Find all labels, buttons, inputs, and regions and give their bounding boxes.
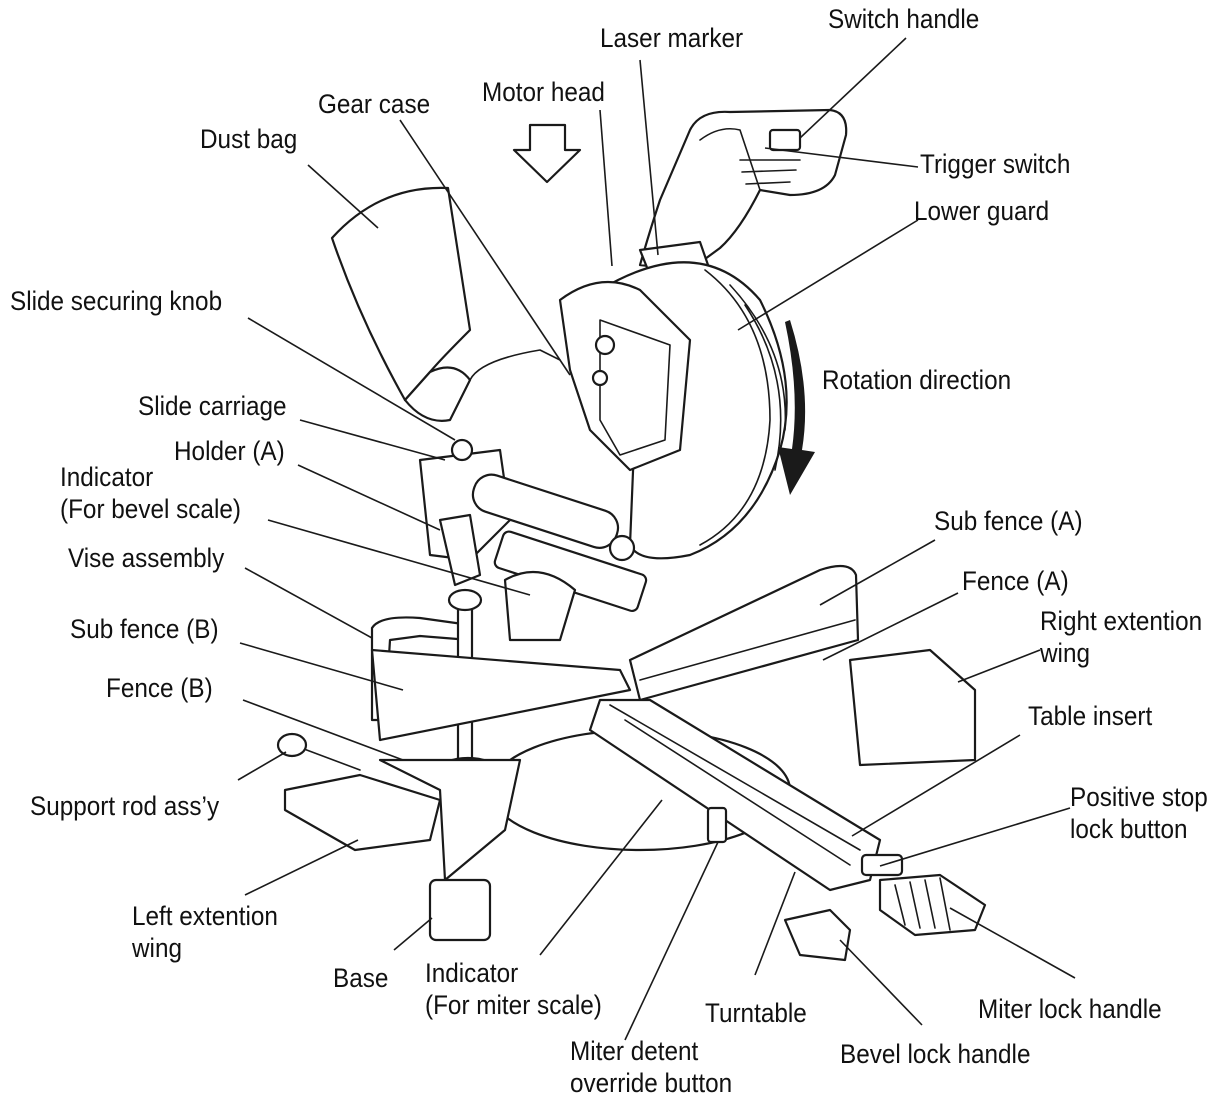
slide-rail-upper [471,473,620,549]
right-wing-shape [848,648,977,767]
bevel-indicator-shape [503,570,577,642]
label-switch-handle: Switch handle [828,4,980,34]
motor-head-arrow [512,123,582,184]
label-gear-case: Gear case [318,89,431,119]
label-indicator-bevel: Indicator (For bevel scale) [60,462,241,524]
label-support-rod: Support rod ass’y [30,791,220,821]
label-positive-stop-lock-button: Positive stop lock button [1070,782,1208,844]
rotation-direction-arrow [778,320,815,495]
label-bevel-lock-handle: Bevel lock handle [840,1039,1031,1069]
label-sub-fence-b: Sub fence (B) [70,614,219,644]
left-wing-shape [283,773,442,852]
miter-detent-button-shape [706,806,728,844]
label-fence-b: Fence (B) [106,673,213,703]
miter-lock-handle-shape [878,873,987,937]
label-miter-lock-handle: Miter lock handle [978,994,1162,1024]
label-fence-a: Fence (A) [962,566,1069,596]
label-left-extention-wing: Left extention wing [132,901,278,963]
label-sub-fence-a: Sub fence (A) [934,506,1083,536]
label-slide-carriage: Slide carriage [138,391,287,421]
label-right-extention-wing: Right extention wing [1040,606,1203,668]
leader-lines [237,37,1076,1041]
trigger-switch-shape [768,128,802,152]
label-trigger-switch: Trigger switch [920,149,1071,179]
label-table-insert: Table insert [1028,701,1153,731]
label-rotation-direction: Rotation direction [822,365,1012,395]
label-dust-bag: Dust bag [200,124,298,154]
sub-fence-a-shape [628,564,860,702]
label-slide-securing-knob: Slide securing knob [10,286,223,316]
label-holder-a: Holder (A) [174,436,285,466]
fence-b-shape [370,648,632,742]
slide-knob-shape [450,438,474,462]
label-motor-head: Motor head [482,77,605,107]
label-lower-guard: Lower guard [914,196,1050,226]
base-shape [378,758,522,882]
dust-bag-shape [330,186,472,402]
turntable-arm-shape [588,698,882,892]
label-vise-assembly: Vise assembly [68,543,225,573]
label-indicator-miter: Indicator (For miter scale) [425,958,602,1020]
label-base: Base [333,963,389,993]
label-laser-marker: Laser marker [600,23,744,53]
label-turntable: Turntable [705,998,807,1028]
gear-case-shape [558,280,692,472]
bevel-lock-handle-shape [783,908,852,962]
label-miter-detent-override-button: Miter detent override button [570,1036,733,1098]
